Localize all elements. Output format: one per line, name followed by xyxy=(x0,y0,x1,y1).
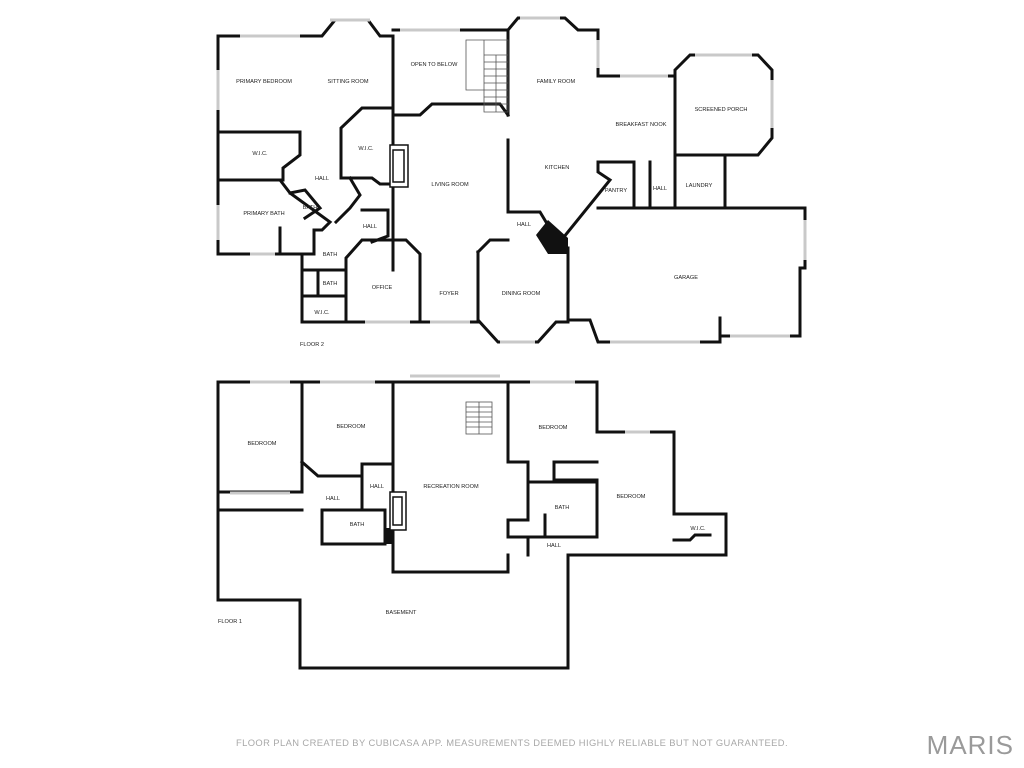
room-label: BATH xyxy=(555,505,570,511)
room-label: W.I.C. xyxy=(358,146,374,152)
room-label: BEDROOM xyxy=(337,424,366,430)
floor1-right-bedroom xyxy=(506,380,599,539)
floor1-outer-walls xyxy=(216,380,728,670)
floor-2-label: FLOOR 2 xyxy=(300,342,324,348)
floor-1-label: FLOOR 1 xyxy=(218,619,242,625)
room-label: HALL xyxy=(370,484,384,490)
floor2-foyer-walls xyxy=(418,238,510,324)
disclaimer-text: FLOOR PLAN CREATED BY CUBICASA APP. MEAS… xyxy=(236,737,788,748)
room-label: DINING ROOM xyxy=(502,291,541,297)
floor2-primary-bath-walls xyxy=(216,178,333,256)
room-label: GARAGE xyxy=(674,275,698,281)
room-label: FAMILY ROOM xyxy=(537,79,576,85)
room-label: PRIMARY BATH xyxy=(243,211,284,217)
room-label: BREAKFAST NOOK xyxy=(616,122,667,128)
room-label: OPEN TO BELOW xyxy=(411,62,458,68)
floor1-wic xyxy=(672,533,712,542)
floor2-hall-laundry xyxy=(648,153,727,210)
room-label: HALL xyxy=(517,222,531,228)
room-label: BATH xyxy=(350,522,365,528)
room-label: BEDROOM xyxy=(617,494,646,500)
floor2-bath-walls xyxy=(300,268,348,298)
room-label: BEDROOM xyxy=(248,441,277,447)
room-label: W.I.C. xyxy=(690,526,706,532)
room-label: HALL xyxy=(363,224,377,230)
room-label: KITCHEN xyxy=(545,165,570,171)
floor2-sitting-wic xyxy=(339,106,395,186)
floor1-fireplace-inner xyxy=(392,496,403,526)
floor1-bath-right xyxy=(526,480,599,557)
room-label: HALL xyxy=(315,176,329,182)
floor1-hall-bath xyxy=(216,462,395,546)
room-label: BEDROOM xyxy=(539,425,568,431)
floor2-living-right xyxy=(506,138,549,225)
room-label: FOYER xyxy=(439,291,458,297)
floor2-fireplace-inner xyxy=(392,149,405,183)
room-label: SCREENED PORCH xyxy=(695,107,748,113)
room-label: HALL xyxy=(547,543,561,549)
room-label: BATH xyxy=(303,205,318,211)
floor2-bath-small xyxy=(288,188,323,221)
floor1-column xyxy=(385,528,393,544)
room-label: W.I.C. xyxy=(314,310,330,316)
room-label: PRIMARY BEDROOM xyxy=(236,79,292,85)
room-label: LIVING ROOM xyxy=(431,182,469,188)
floor2-kitchen-walls xyxy=(552,160,636,251)
floor2-hall-walls xyxy=(333,175,390,244)
room-label: HALL xyxy=(653,186,667,192)
room-label: BATH xyxy=(323,252,338,258)
floor2-dining-walls xyxy=(476,250,570,344)
floor1-windows xyxy=(230,374,650,495)
room-label: LAUNDRY xyxy=(686,183,713,189)
room-label: RECREATION ROOM xyxy=(423,484,479,490)
room-label: SITTING ROOM xyxy=(327,79,368,85)
floor2-room-labels: PRIMARY BEDROOM SITTING ROOM OPEN TO BEL… xyxy=(236,62,747,316)
floor2-column xyxy=(536,220,568,254)
floor-2-plan: PRIMARY BEDROOM SITTING ROOM OPEN TO BEL… xyxy=(216,16,807,348)
room-label: OFFICE xyxy=(372,285,393,291)
room-label: BATH xyxy=(323,281,338,287)
floor1-room-labels: BEDROOM BEDROOM BEDROOM RECREATION ROOM … xyxy=(248,424,707,616)
floor2-windows xyxy=(216,16,807,344)
floor2-porch-walls xyxy=(673,53,774,157)
room-label: HALL xyxy=(326,496,340,502)
room-label: PANTRY xyxy=(605,188,627,194)
floor2-stairs xyxy=(465,39,509,113)
floor2-office-walls xyxy=(300,238,422,324)
room-label: W.I.C. xyxy=(252,151,268,157)
maris-watermark-logo: MARIS xyxy=(926,730,1014,760)
room-label: BASEMENT xyxy=(386,610,417,616)
floor2-family-walls xyxy=(505,16,677,157)
floor1-stairs xyxy=(465,401,493,435)
floor-1-plan: BEDROOM BEDROOM BEDROOM RECREATION ROOM … xyxy=(216,374,728,670)
